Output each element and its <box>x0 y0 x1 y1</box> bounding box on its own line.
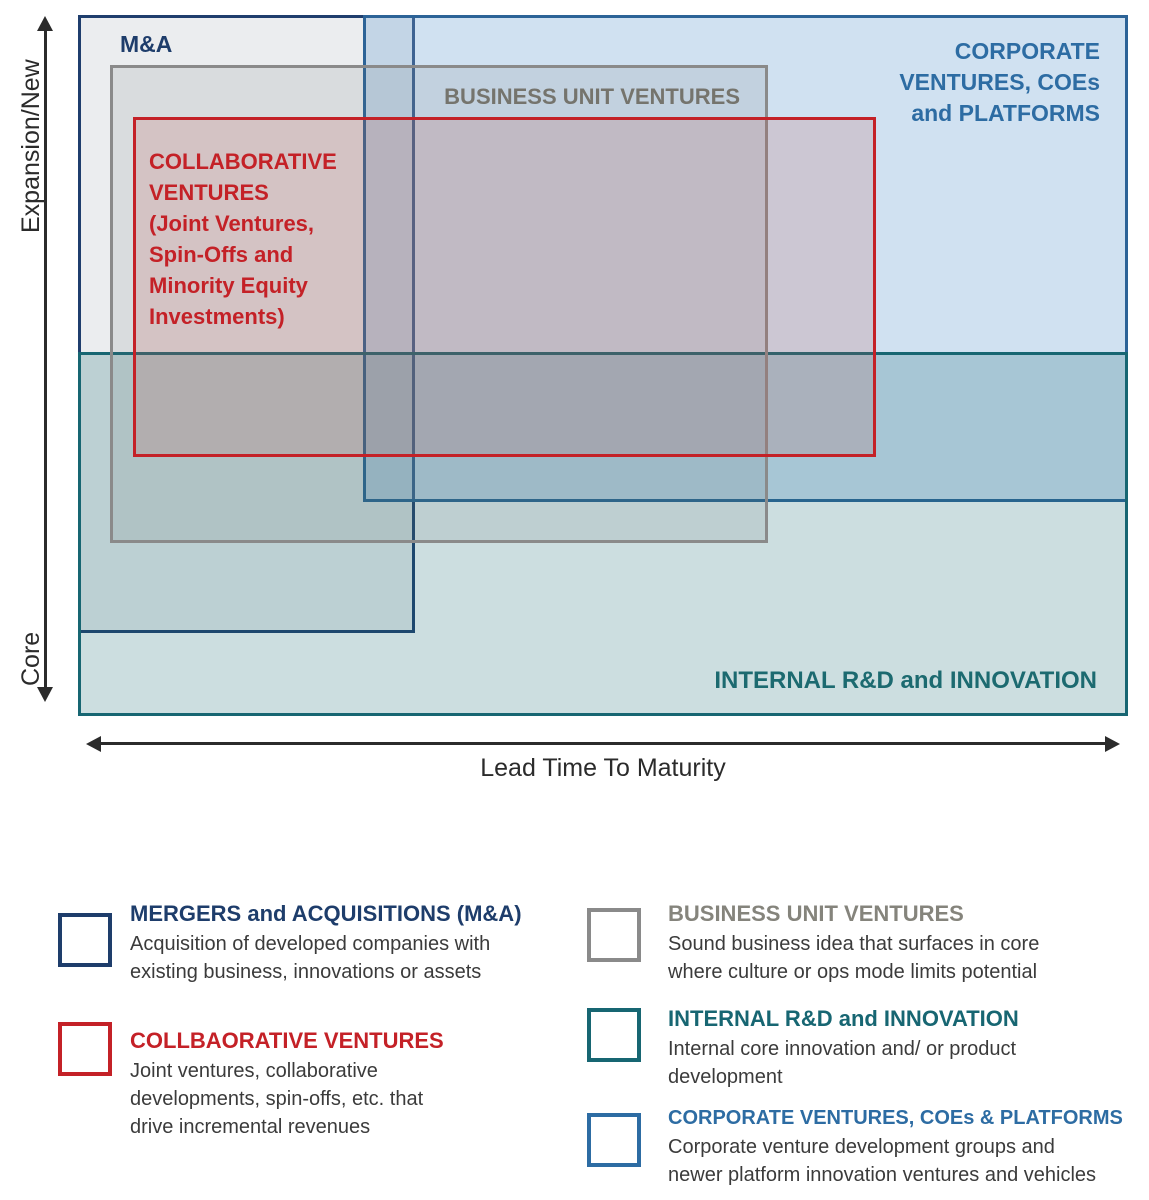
legend-body-line: Corporate venture development groups and <box>668 1136 1055 1158</box>
legend-body-line: developments, spin-offs, etc. that <box>130 1088 424 1110</box>
legend-swatch-corporate <box>587 1113 641 1167</box>
corporate-label-line-3: and PLATFORMS <box>911 100 1100 126</box>
legend-body-line: development <box>668 1066 783 1088</box>
collaborative-ventures-region-label: COLLABORATIVE VENTURES (Joint Ventures, … <box>149 146 337 332</box>
corporate-ventures-region-label: CORPORATE VENTURES, COEs and PLATFORMS <box>899 36 1100 129</box>
collab-label-line-1: COLLABORATIVE <box>149 149 337 174</box>
legend-title-corporate: CORPORATE VENTURES, COEs & PLATFORMS <box>668 1107 1123 1129</box>
legend-body-line: existing business, innovations or assets <box>130 961 482 983</box>
internal-rd-region-box <box>78 352 1128 716</box>
legend-title-business-unit: BUSINESS UNIT VENTURES <box>668 901 964 926</box>
y-axis-line <box>44 28 47 690</box>
legend-body-line: drive incremental revenues <box>130 1116 371 1138</box>
legend-body-line: Joint ventures, collaborative <box>130 1060 378 1082</box>
internal-rd-region-label: INTERNAL R&D and INNOVATION <box>714 667 1097 694</box>
legend-swatch-internal-rd <box>587 1008 641 1062</box>
y-axis-down-arrowhead-icon <box>37 687 53 702</box>
x-axis-label: Lead Time To Maturity <box>480 754 726 782</box>
y-axis-up-arrowhead-icon <box>37 16 53 31</box>
legend-item-corporate: CORPORATE VENTURES, COEs & PLATFORMS Cor… <box>668 1107 1138 1189</box>
legend-body-line: Acquisition of developed companies with <box>130 933 491 955</box>
legend-body-line: Internal core innovation and/ or product <box>668 1038 1016 1060</box>
collaborative-ventures-region-box <box>133 117 876 457</box>
legend-item-business-unit: BUSINESS UNIT VENTURES Sound business id… <box>668 901 1138 986</box>
legend-swatch-mna <box>58 913 112 967</box>
corporate-ventures-region-box <box>363 15 1128 502</box>
x-axis-line <box>99 742 1107 745</box>
y-axis-bottom-label: Core <box>17 631 45 686</box>
y-axis-top-label: Expansion/New <box>17 59 45 233</box>
collab-label-line-3: (Joint Ventures, <box>149 211 315 236</box>
legend-title-mna: MERGERS and ACQUISITIONS (M&A) <box>130 901 522 926</box>
corporate-label-line-2: VENTURES, COEs <box>899 69 1100 95</box>
legend-swatch-business-unit <box>587 908 641 962</box>
collab-label-line-4: Spin-Offs and <box>149 242 294 267</box>
legend-item-internal-rd: INTERNAL R&D and INNOVATION Internal cor… <box>668 1006 1138 1091</box>
legend-body-line: Sound business idea that surfaces in cor… <box>668 933 1040 955</box>
legend-item-mna: MERGERS and ACQUISITIONS (M&A) Acquisiti… <box>130 901 600 986</box>
collab-label-line-5: Minority Equity <box>149 273 308 298</box>
x-axis-right-arrowhead-icon <box>1105 736 1120 752</box>
legend-swatch-collaborative <box>58 1022 112 1076</box>
legend-body-line: newer platform innovation ventures and v… <box>668 1164 1097 1186</box>
corporate-label-line-1: CORPORATE <box>954 38 1100 64</box>
collab-label-line-2: VENTURES <box>149 180 269 205</box>
business-unit-ventures-region-box <box>110 65 768 543</box>
legend-item-collaborative: COLLBAORATIVE VENTURES Joint ventures, c… <box>130 1028 600 1141</box>
legend-title-collaborative: COLLBAORATIVE VENTURES <box>130 1028 444 1053</box>
x-axis-left-arrowhead-icon <box>86 736 101 752</box>
legend-body-line: where culture or ops mode limits potenti… <box>668 961 1038 983</box>
legend-title-internal-rd: INTERNAL R&D and INNOVATION <box>668 1006 1019 1031</box>
mna-region-label: M&A <box>120 31 173 57</box>
collab-label-line-6: Investments) <box>149 304 285 329</box>
business-unit-ventures-region-label: BUSINESS UNIT VENTURES <box>444 84 740 109</box>
